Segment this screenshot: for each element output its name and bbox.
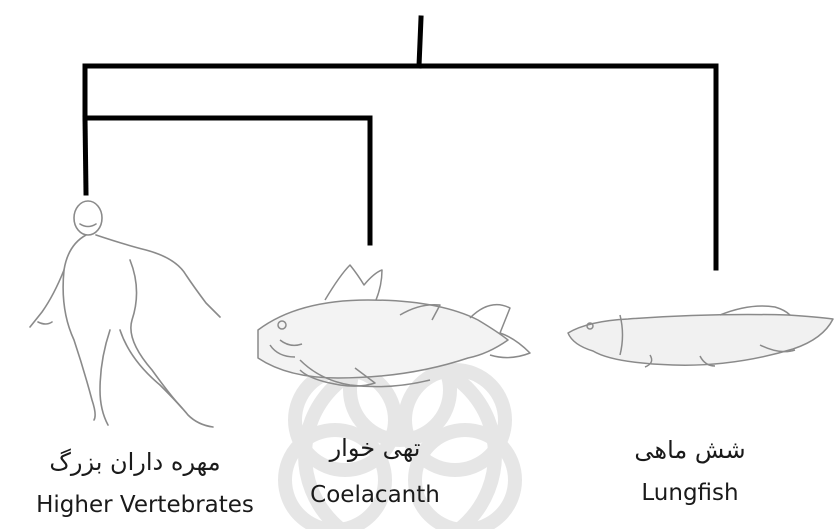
coelacanth-label-fa: تهی خوار [300,434,450,462]
lungfish-label-en: Lungfish [610,480,770,506]
coelacanth-label-en: Coelacanth [290,482,460,508]
higher-vertebrates-label-fa: مهره داران بزرگ [30,448,240,476]
human-figure-illustration [30,201,220,427]
root-stem [419,18,421,66]
coelacanth-illustration [258,265,530,387]
tree-branches [85,18,716,268]
lungfish-illustration [568,306,833,367]
branch-higher-vertebrates [85,118,86,193]
higher-vertebrates-label-en: Higher Vertebrates [10,492,280,518]
lungfish-label-fa: شش ماهی [610,436,770,464]
